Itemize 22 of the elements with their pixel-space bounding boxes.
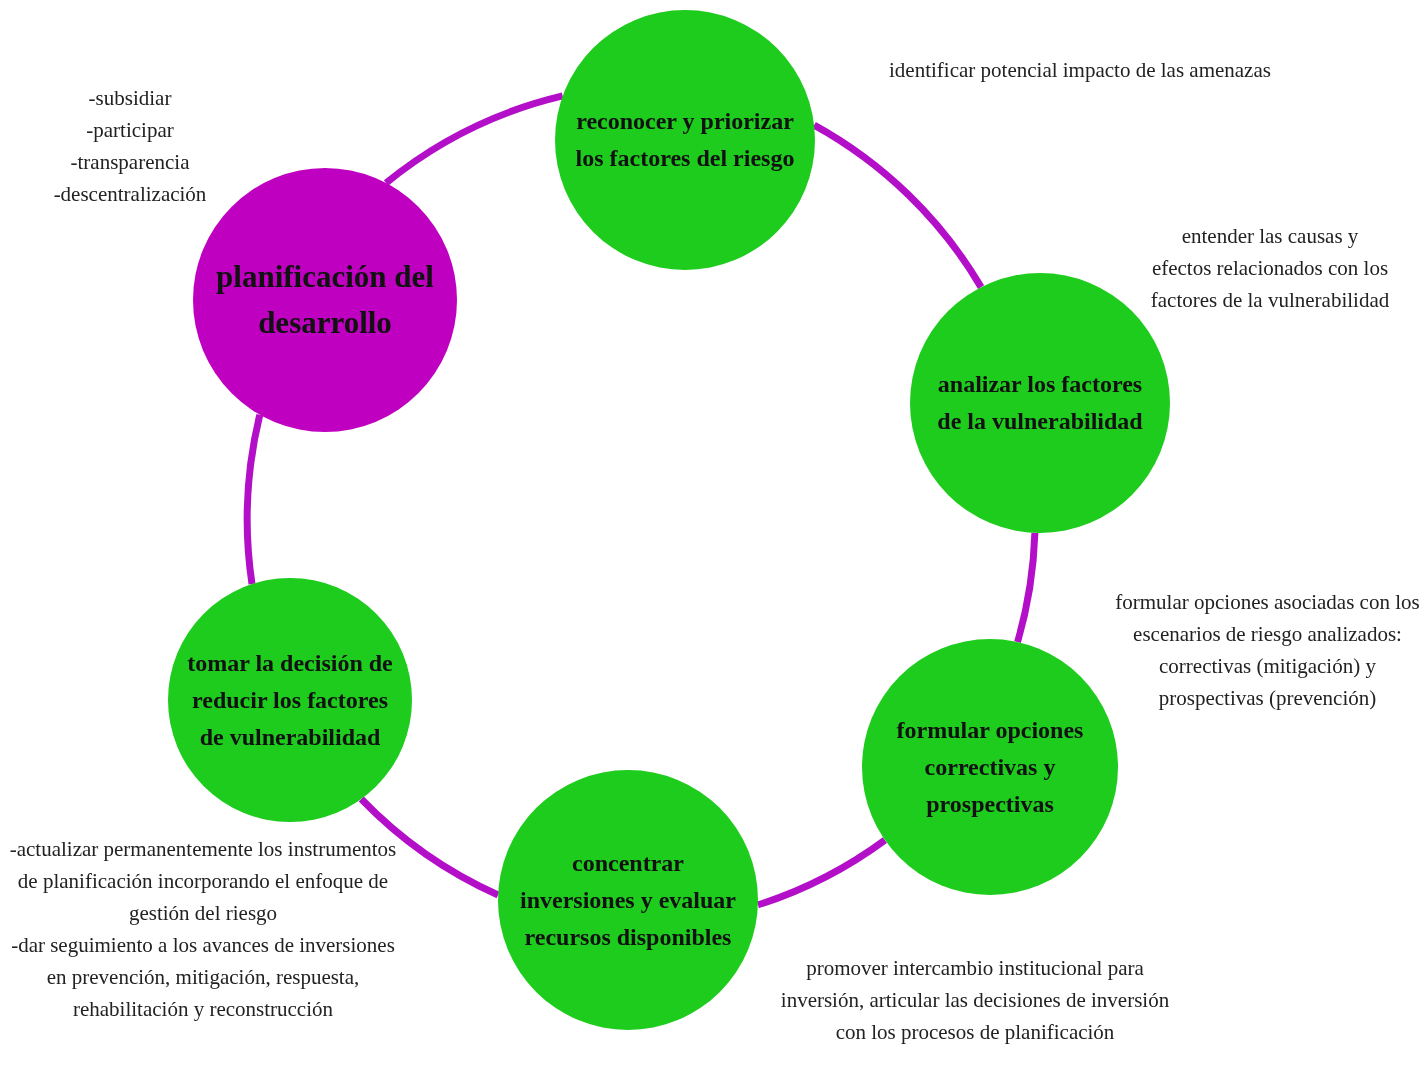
node-label: reconocer y priorizar los factores del riesgo (574, 107, 796, 173)
node-label: tomar la decisión de reducir los factores de vulnerabilidad (186, 648, 394, 752)
node-label: formular opciones correctivas y prospectivas (895, 715, 1085, 819)
annotation-text: -actualizar permanentemente los instrumentos de planificación incorporando el enfoque de gestión del riesgo (8, 836, 398, 927)
node-label: analizar los factores de la vulnerabilidad (936, 370, 1144, 436)
annotation-text: -subsidiar (87, 85, 173, 112)
connector-line (384, 92, 564, 186)
annotation-text: promover intercambio institucional para inversión, articular las decisiones de inversión con los procesos de planificación (779, 955, 1171, 1046)
annotation-text: -transparencia (69, 149, 191, 176)
connector-line (358, 796, 500, 899)
annotation-text: -participar (85, 117, 175, 144)
connector-line (812, 122, 984, 290)
node-label: planificación del desarrollo (215, 258, 435, 342)
annotation-text: -descentralización (52, 181, 208, 208)
annotation-text: entender las causas y efectos relacionados con los factores de la vulnerabilidad (1150, 223, 1390, 314)
connector-line (756, 837, 887, 909)
node-label: concentrar inversiones y evaluar recursos disponibles (519, 848, 737, 952)
annotation-text: identificar potencial impacto de las amenazas (888, 57, 1272, 84)
annotation-text: -dar seguimiento a los avances de inversiones en prevención, mitigación, respuesta, rehabilitación y reconstrucción (10, 932, 396, 1023)
connector-line (1014, 532, 1039, 643)
annotation-text: formular opciones asociadas con los escenarios de riesgo analizados: correctivas (mitigación) y prospectivas (prevención) (1115, 589, 1420, 712)
connector-line (244, 414, 264, 585)
